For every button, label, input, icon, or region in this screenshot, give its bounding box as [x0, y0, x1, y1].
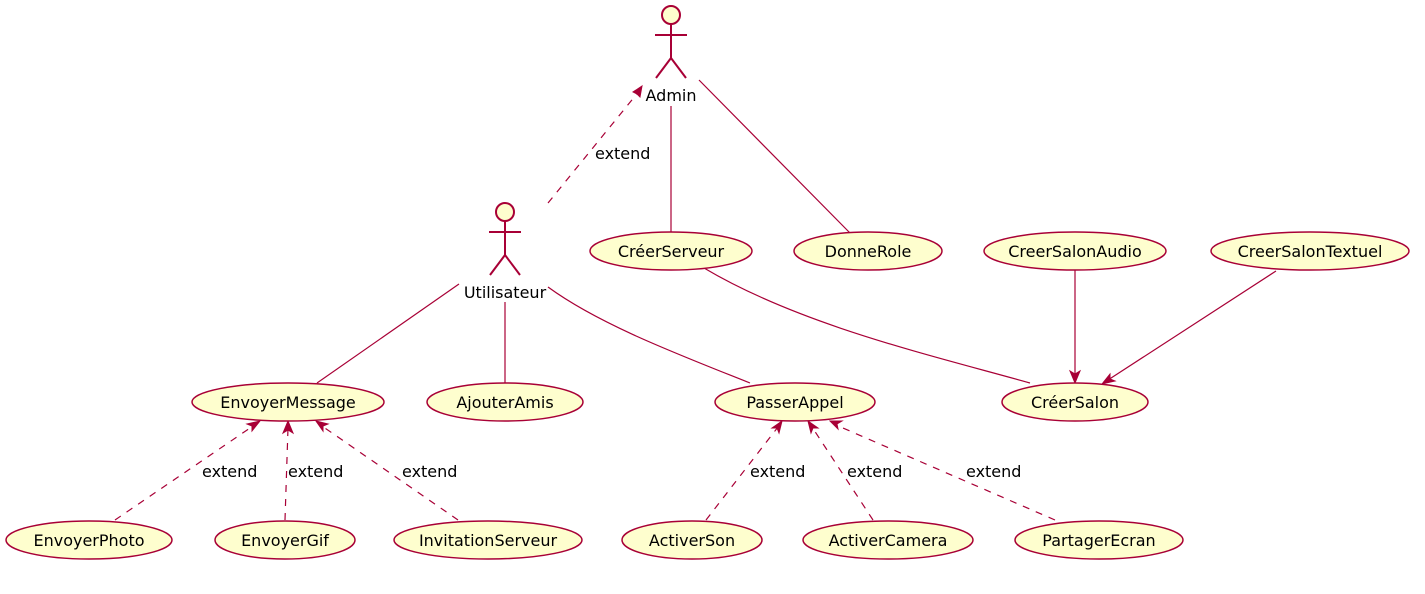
label-extend-utilisateur-admin: extend [595, 144, 650, 163]
use-case-activer-camera-label: ActiverCamera [829, 531, 948, 550]
use-case-donne-role: DonneRole [793, 231, 943, 271]
label-extend-son: extend [750, 462, 805, 481]
use-case-creer-salon-textuel-label: CreerSalonTextuel [1238, 242, 1383, 261]
use-case-partager-ecran-label: PartagerEcran [1042, 531, 1155, 550]
use-case-passer-appel: PasserAppel [714, 382, 876, 422]
use-case-creer-serveur-label: CréerServeur [618, 242, 725, 261]
actor-utilisateur: Utilisateur [464, 202, 547, 302]
actor-admin: Admin [646, 5, 697, 105]
arrowhead-appel-son [770, 419, 783, 435]
use-case-envoyer-gif: EnvoyerGif [214, 520, 356, 560]
actor-admin-label: Admin [646, 86, 697, 105]
edge-son-extends-appel [705, 426, 779, 521]
arrowhead-message-gif [281, 419, 295, 435]
edge-utilisateur-extends-admin [547, 89, 641, 204]
use-case-passer-appel-label: PasserAppel [746, 393, 843, 412]
arrowhead-message-invitation [314, 420, 330, 433]
arrowhead-creer-salon-textuel [1100, 372, 1117, 385]
edge-ecran-extends-appel [835, 424, 1056, 521]
use-case-envoyer-message-label: EnvoyerMessage [220, 393, 356, 412]
use-case-activer-son-label: ActiverSon [649, 531, 735, 550]
label-extend-camera: extend [847, 462, 902, 481]
arrowhead-appel-camera [807, 419, 820, 435]
use-case-creer-serveur: CréerServeur [589, 231, 753, 271]
edge-camera-extends-appel [811, 426, 874, 521]
use-case-creer-salon-audio-label: CreerSalonAudio [1008, 242, 1141, 261]
use-case-envoyer-message: EnvoyerMessage [191, 382, 385, 422]
edge-admin-donne-role [698, 79, 851, 234]
use-case-donne-role-label: DonneRole [825, 242, 912, 261]
edge-utilisateur-passer-appel [547, 286, 751, 384]
use-case-creer-salon: CréerSalon [1001, 382, 1149, 422]
arrowhead-admin [632, 84, 643, 99]
label-extend-ecran: extend [966, 462, 1021, 481]
actor-utilisateur-label: Utilisateur [464, 283, 547, 302]
use-case-activer-camera: ActiverCamera [802, 520, 974, 560]
edge-salon-textuel-creer-salon [1107, 270, 1277, 381]
label-extend-invitation: extend [402, 462, 457, 481]
edge-gif-extends-message [284, 427, 289, 521]
use-case-partager-ecran: PartagerEcran [1014, 520, 1184, 560]
use-case-creer-salon-audio: CreerSalonAudio [983, 231, 1167, 271]
use-case-activer-son: ActiverSon [621, 520, 763, 560]
use-case-ajouter-amis: AjouterAmis [426, 382, 584, 422]
use-case-invitation-serveur-label: InvitationServeur [419, 531, 558, 550]
label-extend-photo: extend [202, 462, 257, 481]
use-case-ajouter-amis-label: AjouterAmis [456, 393, 553, 412]
edge-creer-serveur-creer-salon [703, 267, 1031, 384]
actor-utilisateur-head [495, 202, 515, 222]
arrowhead-creer-salon-audio [1068, 369, 1082, 385]
use-case-invitation-serveur: InvitationServeur [393, 520, 583, 560]
use-case-creer-salon-textuel: CreerSalonTextuel [1210, 231, 1410, 271]
edge-utilisateur-envoyer-message [316, 283, 460, 384]
actor-admin-head [661, 5, 681, 25]
label-extend-gif: extend [288, 462, 343, 481]
use-case-envoyer-photo-label: EnvoyerPhoto [33, 531, 144, 550]
use-case-creer-salon-label: CréerSalon [1031, 393, 1119, 412]
arrowhead-appel-ecran [828, 420, 844, 431]
use-case-envoyer-gif-label: EnvoyerGif [241, 531, 329, 550]
use-case-envoyer-photo: EnvoyerPhoto [5, 520, 173, 560]
arrowhead-message-photo [245, 420, 262, 433]
